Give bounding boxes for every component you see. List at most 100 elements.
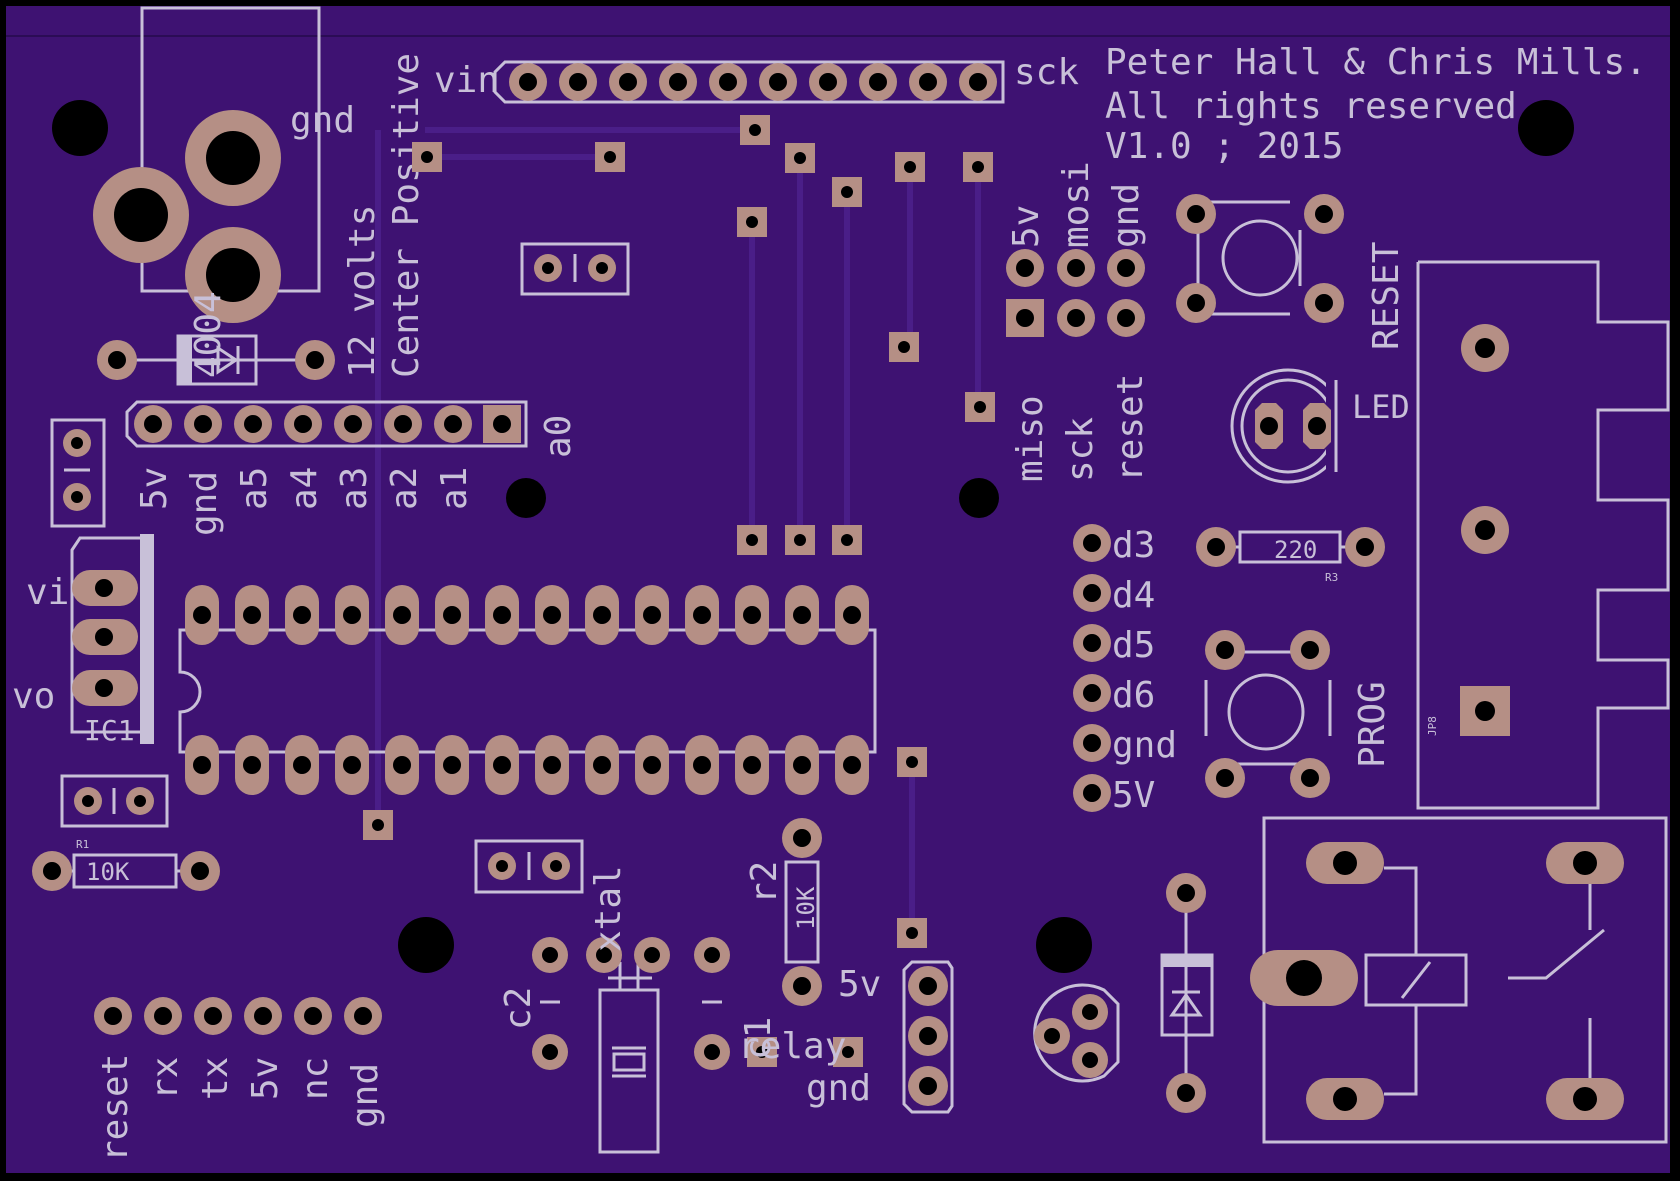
- screw-terminal-jp8: [1416, 260, 1670, 810]
- capacitor-pad: [532, 937, 568, 973]
- crystal: [598, 962, 660, 1154]
- serial-pin: [294, 997, 332, 1035]
- dip-pin: [485, 585, 519, 645]
- digital-pad: [1073, 774, 1111, 812]
- r1-value: 10K: [86, 858, 130, 886]
- dip-pin: [235, 585, 269, 645]
- analog-label: a4: [284, 467, 325, 510]
- credits-line-2: All rights reserved: [1105, 86, 1517, 127]
- vo-label: vo: [12, 676, 55, 717]
- header-top-pin: [759, 63, 797, 101]
- digital-pad: [1073, 624, 1111, 662]
- isp-pin: [1006, 249, 1044, 287]
- analog-label: a5: [234, 467, 275, 510]
- header-analog-pin: [234, 405, 272, 443]
- header-analog-pin: [334, 405, 372, 443]
- jumper-reg: [60, 774, 169, 828]
- dip-pin: [635, 585, 669, 645]
- header-top-pin: [659, 63, 697, 101]
- capacitor-pad: [694, 1034, 730, 1070]
- header-top-pin: [909, 63, 947, 101]
- dip-pin: [585, 585, 619, 645]
- isp-pin: [1107, 249, 1145, 287]
- capacitor-pad: [532, 1034, 568, 1070]
- serial-label: tx: [195, 1057, 236, 1100]
- dip-pin: [735, 735, 769, 795]
- r1-ref: R1: [76, 838, 89, 851]
- dip-pin: [385, 585, 419, 645]
- reset-label: RESET: [1366, 242, 1407, 350]
- relay-header: [902, 960, 954, 1114]
- digital-label: 5V: [1112, 775, 1155, 816]
- serial-header: [94, 997, 382, 1035]
- credits-line-1: Peter Hall & Chris Mills.: [1105, 42, 1647, 83]
- serial-label: nc: [295, 1057, 336, 1100]
- analog-label: a1: [434, 467, 475, 510]
- via-pad: [832, 525, 862, 555]
- r3-ref: R3: [1325, 571, 1338, 584]
- header-analog: [125, 400, 528, 448]
- header-top-pin: [809, 63, 847, 101]
- regulator-pin: [72, 619, 138, 655]
- serial-pin: [144, 997, 182, 1035]
- isp-pin: [1057, 299, 1095, 337]
- digital-label: gnd: [1112, 725, 1177, 766]
- dip-pin: [535, 585, 569, 645]
- isp-bottom-label: reset: [1110, 374, 1151, 482]
- isp-bottom-label: sck: [1060, 417, 1101, 482]
- via-pad: [833, 1037, 863, 1067]
- power-jack: [93, 6, 321, 323]
- dip-pin: [185, 735, 219, 795]
- capacitor-pad: [694, 937, 730, 973]
- voltage-regulator: [70, 534, 154, 744]
- dip-pin: [785, 585, 819, 645]
- digital-pad: [1073, 724, 1111, 762]
- isp-pin: [1107, 299, 1145, 337]
- analog-label: 5v: [134, 467, 175, 510]
- via-pad: [747, 1037, 777, 1067]
- digital-label: d5: [1112, 625, 1155, 666]
- via-pad: [595, 142, 625, 172]
- dip-pin: [635, 735, 669, 795]
- resistor-r1: [32, 851, 220, 891]
- mounting-holes: [52, 100, 1574, 973]
- relay-label: relay: [738, 1026, 846, 1067]
- serial-label: gnd: [345, 1063, 386, 1128]
- digital-pad: [1073, 674, 1111, 712]
- power-label-12v: 12 volts: [342, 205, 383, 378]
- relay-diode: [1160, 873, 1214, 1113]
- capacitors: [532, 937, 730, 1070]
- dip-pin: [235, 735, 269, 795]
- vi-label: vi: [26, 572, 69, 613]
- header-top-pin: [559, 63, 597, 101]
- isp-header: [1006, 249, 1145, 337]
- serial-pin: [344, 997, 382, 1035]
- via-pad: [965, 392, 995, 422]
- r2-label: r2: [744, 861, 785, 904]
- microcontroller-dip28: [178, 585, 877, 795]
- transistor: [1033, 983, 1120, 1083]
- via-pad: [785, 143, 815, 173]
- dip-pin: [385, 735, 419, 795]
- power-label-center: Center Positive: [386, 53, 427, 378]
- digital-pads: [1073, 524, 1111, 812]
- isp-bottom-label: miso: [1010, 395, 1051, 482]
- header-top-pin: [609, 63, 647, 101]
- header-analog-pin: [184, 405, 222, 443]
- digital-label: d4: [1112, 575, 1155, 616]
- led-label: LED: [1352, 388, 1410, 426]
- via-pad: [785, 525, 815, 555]
- dip-pin: [785, 735, 819, 795]
- via-pad: [412, 142, 442, 172]
- via-pad: [897, 747, 927, 777]
- via-pad: [963, 152, 993, 182]
- dip-pin: [285, 735, 319, 795]
- dip-pin: [335, 585, 369, 645]
- resistor-r3: [1196, 527, 1385, 567]
- serial-label: 5v: [245, 1057, 286, 1100]
- header-top: [493, 60, 1005, 104]
- serial-pin: [244, 997, 282, 1035]
- diode-4004: [97, 334, 335, 386]
- dip-pin: [335, 735, 369, 795]
